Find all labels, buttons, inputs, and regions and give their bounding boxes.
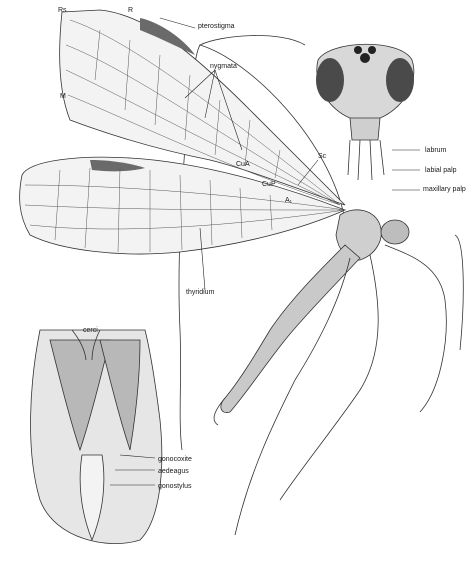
body-side-view (214, 210, 463, 535)
label-nygmata: nygmata (210, 63, 237, 70)
leg-mid (280, 255, 378, 500)
label-gonostylus: gonostylus (158, 483, 192, 490)
label-gonocoxite: gonocoxite (158, 456, 192, 463)
leg-hind (235, 258, 350, 535)
leg-fore (385, 245, 446, 412)
mouthparts (348, 140, 384, 180)
label-cup: CuP (262, 181, 276, 188)
label-m: M (60, 93, 66, 100)
label-thyridium: thyridium (186, 289, 215, 296)
compound-eye-left (316, 58, 344, 102)
label-labrum: labrum (425, 147, 447, 154)
label-maxillary-palp: maxillary palp (423, 186, 466, 193)
abdomen (221, 245, 360, 413)
label-cerci: cerci (83, 327, 98, 334)
head-front-view (316, 44, 414, 180)
compound-eye-right (386, 58, 414, 102)
label-r: R (128, 7, 133, 14)
label-cua: CuA (236, 161, 250, 168)
label-rs: Rs (58, 7, 67, 14)
label-pterostigma: pterostigma (198, 23, 235, 30)
genitalia-detail (31, 330, 162, 544)
label-sc: Sc (318, 153, 327, 160)
label-a1: A₁ (285, 197, 293, 204)
label-aedeagus: aedeagus (158, 468, 189, 475)
label-labial-palp: labial palp (425, 167, 457, 174)
